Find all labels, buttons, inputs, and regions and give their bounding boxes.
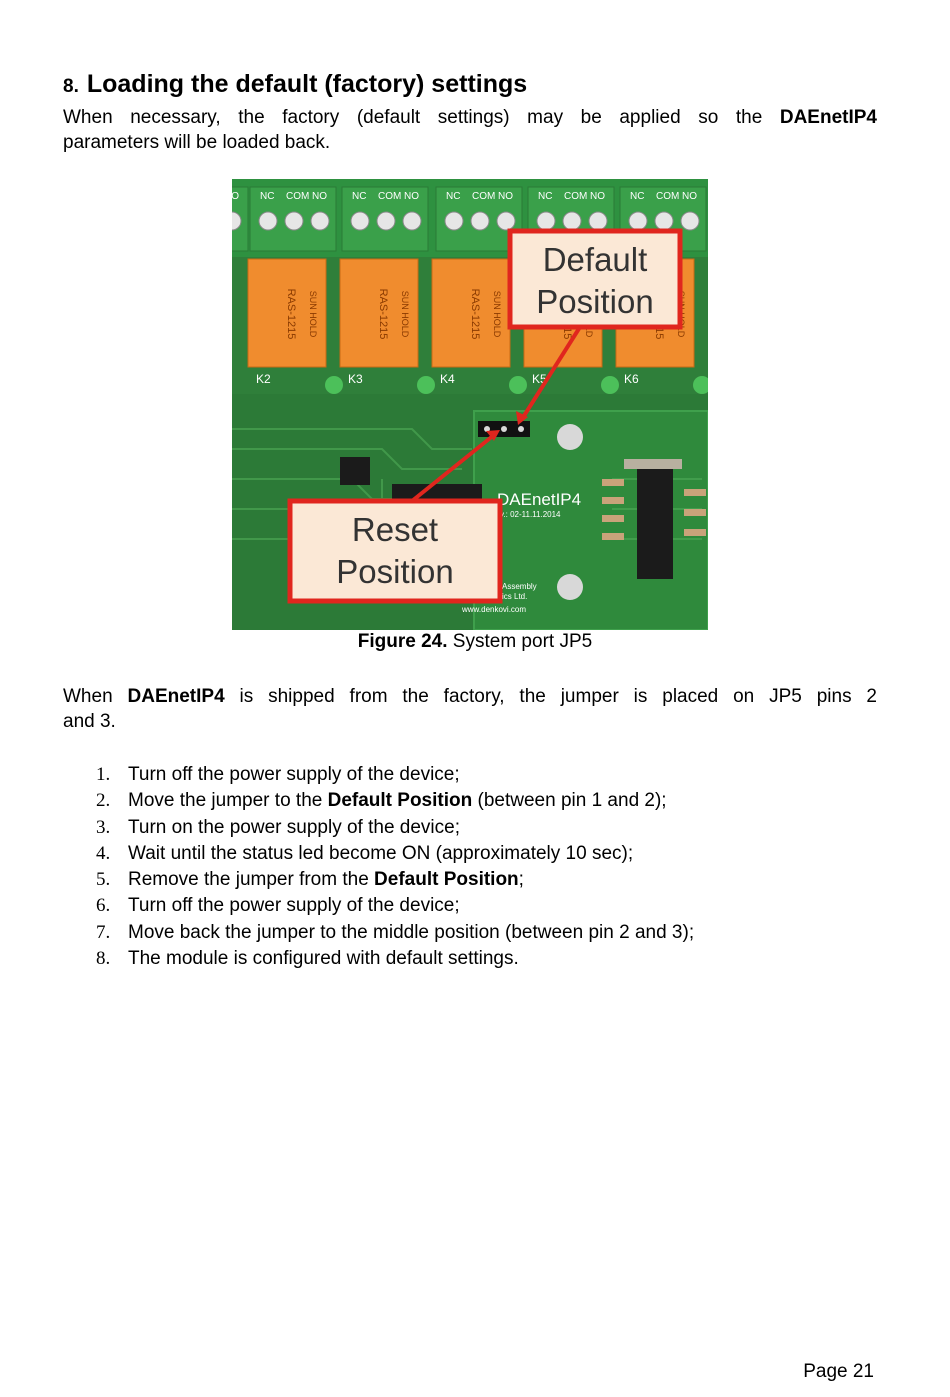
callout-default-line-2: Position: [536, 283, 653, 320]
intro-text: When necessary, the factory (default set…: [63, 107, 780, 128]
board-rev-silk: v.: 02-11.11.2014: [500, 510, 561, 519]
terminal-label: NO: [498, 191, 513, 202]
product-name: DAEnetIP4: [779, 107, 877, 128]
relay-ref-label: K4: [440, 372, 455, 386]
step-text-post: ;: [518, 869, 524, 891]
step-text: Remove the jumper from the Default Posit…: [128, 869, 524, 891]
terminal-label: NC: [630, 191, 644, 202]
step-text: The module is configured with default se…: [128, 948, 519, 970]
terminal-label: COM: [472, 191, 495, 202]
terminal-label: NC: [260, 191, 274, 202]
relay-model-label: RAS-1215: [285, 289, 297, 340]
step-text-pre: Wait until the status led become ON (app…: [128, 842, 634, 864]
caption-label: Figure 24.: [357, 631, 448, 652]
relay-brand-label: SUN HOLD: [308, 291, 318, 338]
callout-reset-position: Reset Position: [287, 498, 503, 604]
relay-ref-label: K2: [256, 372, 271, 386]
step-number: 3.: [96, 816, 111, 838]
step-number: 5.: [96, 869, 111, 891]
callout-reset-line-1: Reset: [352, 511, 438, 548]
shipped-pre: When: [63, 686, 128, 707]
terminal-label: NC: [446, 191, 460, 202]
terminal-label: NC: [352, 191, 366, 202]
shipped-line-2: and 3.: [63, 711, 116, 732]
step-text-pre: Turn off the power supply of the device;: [128, 764, 460, 785]
step-text: Move the jumper to the Default Position …: [128, 790, 667, 812]
step-number: 7.: [96, 921, 111, 943]
terminal-label: NO: [682, 191, 697, 202]
terminal-label: COM: [564, 191, 587, 202]
page-number: Page 21: [803, 1361, 874, 1382]
step-text-bold: Default Position: [374, 869, 519, 891]
terminal-label: NO: [312, 191, 327, 202]
relay-brand-label: SUN HOLD: [492, 291, 502, 338]
intro-line-1: When necessary, the factory (default set…: [63, 105, 877, 130]
step-text-pre: Move the jumper to the: [128, 790, 328, 812]
callout-reset-line-2: Position: [336, 553, 453, 590]
step-text-pre: Turn off the power supply of the device;: [128, 895, 460, 917]
step-text: Move back the jumper to the middle posit…: [128, 922, 694, 944]
intro-line-2: parameters will be loaded back.: [63, 132, 331, 153]
step-text-pre: The module is configured with default se…: [128, 948, 519, 970]
terminal-label: NO: [590, 191, 605, 202]
terminal-label: NO: [404, 191, 419, 202]
step-text: Wait until the status led become ON (app…: [128, 843, 633, 865]
shipped-paragraph: When DAEnetIP4 is shipped from the facto…: [63, 684, 877, 734]
product-name: DAEnetIP4: [127, 686, 225, 707]
terminal-label: COM: [286, 191, 309, 202]
terminal-label: COM: [378, 191, 401, 202]
figure-pcb-photo: NCCOMNONCCOMNONCCOMNONCCOMNONCCOMNONCCOM…: [161, 179, 711, 631]
step-number: 1.: [96, 764, 111, 785]
step-text: Turn off the power supply of the device;: [128, 895, 460, 917]
terminal-label: NO: [232, 191, 239, 202]
step-text: Turn off the power supply of the device;: [128, 764, 460, 786]
caption-text: System port JP5: [447, 631, 593, 652]
section-number: 8.: [63, 76, 79, 97]
terminal-label: COM: [656, 191, 679, 202]
step-text-post: (between pin 1 and 2);: [472, 790, 667, 812]
callout-default-position: Default Position: [507, 228, 683, 330]
board-text-1: Assembly: [502, 582, 537, 591]
callout-default-line-1: Default: [543, 241, 648, 278]
shipped-post: is shipped from the factory, the jumper …: [224, 686, 877, 707]
terminal-label: NC: [538, 191, 552, 202]
section-title: Loading the default (factory) settings: [86, 70, 528, 98]
step-text-pre: Remove the jumper from the: [128, 869, 375, 891]
step-text: Turn on the power supply of the device;: [128, 817, 460, 839]
relay-brand-label: SUN HOLD: [400, 291, 410, 338]
step-number: 6.: [96, 895, 111, 917]
step-number: 2.: [96, 790, 111, 812]
step-number: 8.: [96, 948, 111, 970]
shipped-line-1: When DAEnetIP4 is shipped from the facto…: [63, 684, 877, 709]
step-number: 4.: [96, 842, 111, 864]
board-name-silk: DAEnetIP4: [497, 490, 581, 509]
step-text-bold: Default Position: [327, 790, 473, 812]
relay-model-label: RAS-1215: [469, 289, 481, 340]
board-url-silk: www.denkovi.com: [461, 605, 526, 614]
relay-ref-label: K3: [348, 372, 363, 386]
section-heading: 8. Loading the default (factory) settings: [63, 70, 527, 99]
figure-caption: Figure 24. System port JP5: [0, 631, 950, 653]
board-text-2: ics Ltd.: [502, 592, 527, 601]
step-text-pre: Move back the jumper to the middle posit…: [128, 921, 695, 943]
step-text-pre: Turn on the power supply of the device;: [128, 816, 460, 838]
intro-paragraph: When necessary, the factory (default set…: [63, 105, 877, 155]
relay-model-label: RAS-1215: [377, 289, 389, 340]
relay-ref-label: K6: [624, 372, 639, 386]
